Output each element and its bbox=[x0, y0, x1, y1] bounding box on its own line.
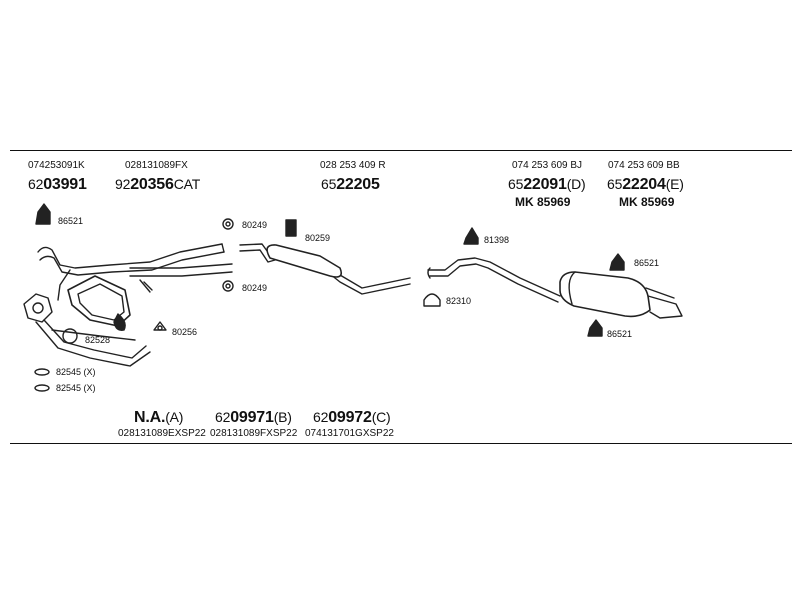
part-number: 6522205 bbox=[321, 176, 380, 193]
oe-number-label: 074 253 609 BB bbox=[608, 160, 680, 171]
oe-number-label: 028131089EXSP22 bbox=[118, 428, 206, 439]
part-number: 6522091(D) bbox=[508, 176, 586, 193]
hanger-icons bbox=[34, 203, 625, 392]
callout-label: 82545 (X) bbox=[56, 367, 96, 377]
part-number: 6522204(E) bbox=[607, 176, 684, 193]
front-pipe-drawing bbox=[37, 243, 233, 301]
callout-label: 80249 bbox=[242, 283, 268, 293]
callout-label: 81398 bbox=[484, 235, 510, 245]
callout-label: 86521 bbox=[634, 258, 660, 268]
callout-label: 80249 bbox=[242, 220, 268, 230]
part-number: 6203991 bbox=[28, 176, 87, 193]
bottom-divider bbox=[10, 443, 792, 444]
manifold-flange-drawing bbox=[23, 293, 151, 367]
part-number: 6209972(C) bbox=[313, 409, 391, 426]
part-number: 9220356CAT bbox=[115, 176, 201, 193]
top-divider bbox=[10, 150, 792, 151]
callout-label: 80259 bbox=[305, 233, 331, 243]
mk-kit-number: MK 85969 bbox=[515, 195, 571, 209]
center-muffler-drawing bbox=[239, 243, 411, 295]
callout-label: 82528 bbox=[85, 335, 111, 345]
part-number: 6209971(B) bbox=[215, 409, 292, 426]
oe-number-label: 074 253 609 BJ bbox=[512, 160, 583, 171]
callout-label: 82545 (X) bbox=[56, 383, 96, 393]
oe-number-label: 074131701GXSP22 bbox=[305, 428, 394, 439]
callout-label: 82310 bbox=[446, 296, 472, 306]
callout-label: 86521 bbox=[58, 216, 84, 226]
rear-muffler-drawing bbox=[427, 257, 683, 319]
oe-number-label: 074253091K bbox=[28, 160, 85, 171]
catalytic-converter-drawing bbox=[67, 275, 131, 332]
mk-kit-number: MK 85969 bbox=[619, 195, 675, 209]
oe-number-label: 028 253 409 R bbox=[320, 160, 386, 171]
oe-number-label: 028131089FXSP22 bbox=[210, 428, 298, 439]
callout-label: 80256 bbox=[172, 327, 198, 337]
oe-number-label: 028131089FX bbox=[125, 160, 188, 171]
part-number: N.A.(A) bbox=[134, 409, 184, 426]
callout-label: 86521 bbox=[607, 329, 633, 339]
